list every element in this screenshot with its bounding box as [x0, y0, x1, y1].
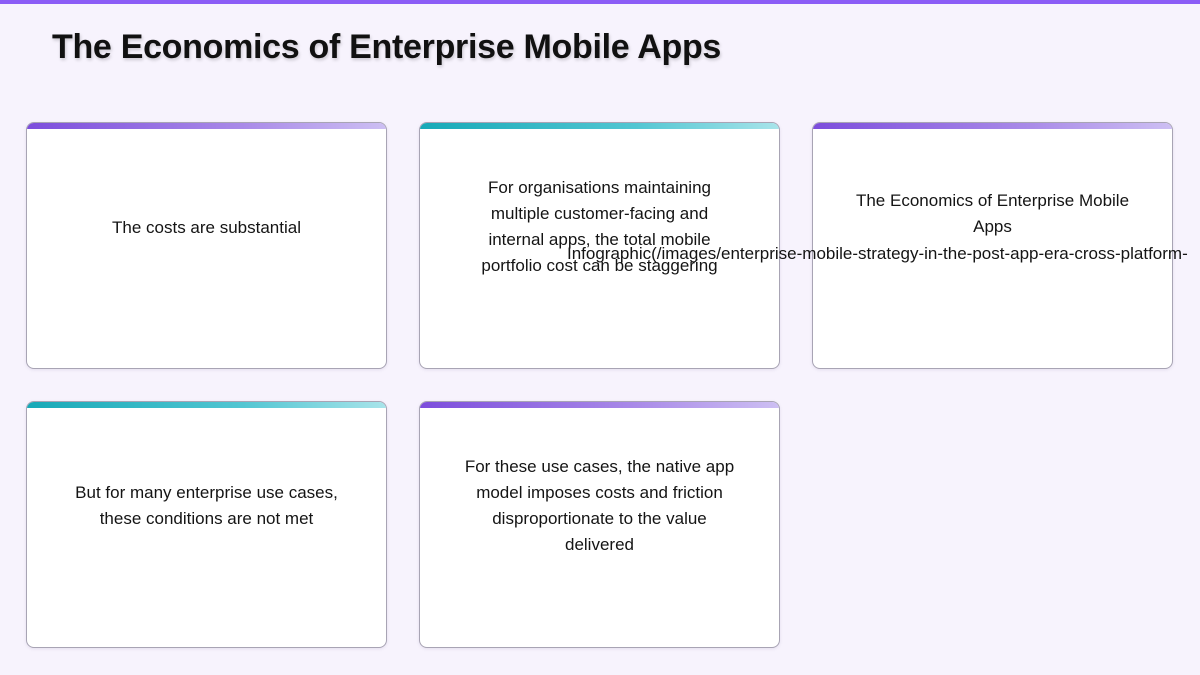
- card-text: The costs are substantial: [112, 218, 301, 237]
- card-text: For organisations maintaining multiple c…: [481, 178, 718, 275]
- card-costs-substantial: The costs are substantial: [26, 122, 387, 369]
- card-text: For these use cases, the native app mode…: [464, 457, 735, 554]
- card-accent-bar: [27, 123, 386, 129]
- card-portfolio-cost: For organisations maintaining multiple c…: [419, 122, 780, 369]
- card-text: The Economics of Enterprise Mobile Apps: [855, 191, 1130, 236]
- card-native-app-costs: For these use cases, the native app mode…: [419, 401, 780, 648]
- card-accent-bar: [420, 402, 779, 408]
- infographic-overflow-caption: Infographic(/images/enterprise-mobile-st…: [567, 244, 1188, 263]
- card-accent-bar: [27, 402, 386, 408]
- card-conditions-not-met: But for many enterprise use cases, these…: [26, 401, 387, 648]
- card-accent-bar: [420, 123, 779, 129]
- slide-title: The Economics of Enterprise Mobile Apps: [52, 28, 722, 66]
- card-text: But for many enterprise use cases, these…: [75, 483, 338, 528]
- card-accent-bar: [813, 123, 1172, 129]
- card-economics-heading: The Economics of Enterprise Mobile Apps: [812, 122, 1173, 369]
- top-accent-bar: [0, 0, 1200, 4]
